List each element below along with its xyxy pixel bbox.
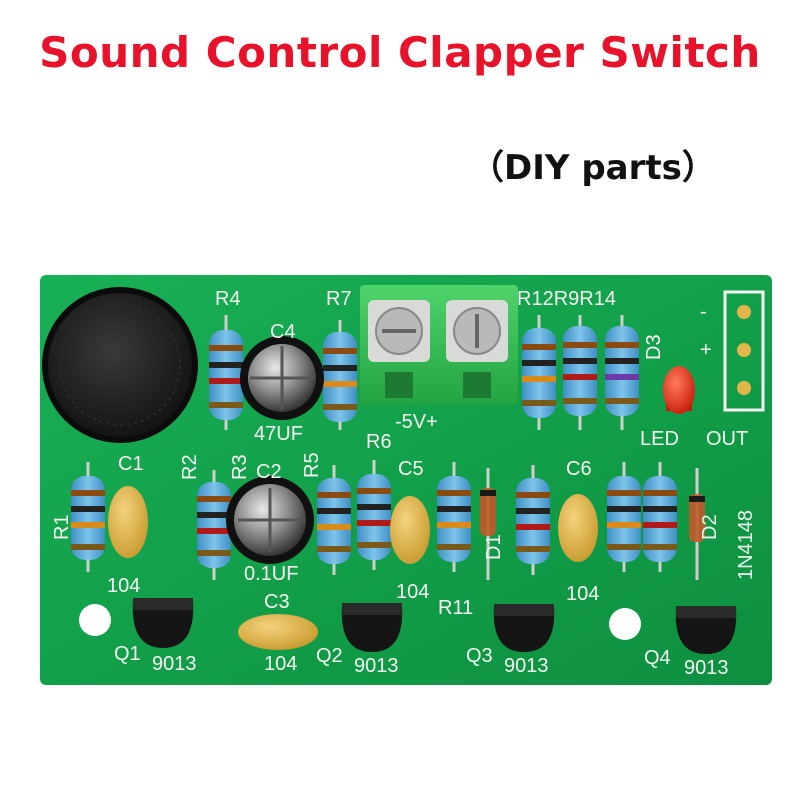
silk-d3: D3 (643, 334, 665, 360)
silk-q3-part: 9013 (504, 655, 549, 677)
resistor-mid-c (643, 462, 677, 572)
resistor-r2 (197, 470, 231, 580)
mounting-hole-left (79, 604, 111, 636)
resistor-mid-b (607, 462, 641, 572)
mounting-hole-right (609, 608, 641, 640)
output-header (723, 290, 765, 412)
capacitor-c3 (238, 614, 318, 650)
silk-c2-value: 0.1UF (244, 563, 298, 585)
resistor-r12 (522, 315, 556, 430)
screw-terminal (360, 285, 518, 405)
silk-out-minus: - (700, 301, 707, 323)
page-subtitle: （DIY parts） (470, 148, 716, 188)
silk-out-plus: + (700, 339, 712, 361)
capacitor-c4 (240, 336, 324, 420)
silk-r2: R2 (179, 454, 201, 480)
silk-q2-part: 9013 (354, 655, 399, 677)
silk-q3: Q3 (466, 645, 493, 667)
led-d3 (663, 366, 695, 414)
silk-r4: R4 (215, 288, 241, 310)
diode-d2 (689, 468, 705, 580)
capacitor-c6 (558, 494, 598, 562)
silk-r1: R1 (51, 514, 73, 540)
resistor-r7 (323, 320, 357, 430)
silk-r7: R7 (326, 288, 352, 310)
silk-c1-value: 104 (107, 575, 140, 597)
silk-q4-part: 9013 (684, 657, 729, 679)
resistor-r4 (209, 315, 243, 430)
silk-out: OUT (706, 428, 748, 450)
resistor-r6 (357, 460, 391, 570)
resistor-r9 (563, 315, 597, 430)
silk-r11: R11 (438, 597, 473, 619)
silk-r3: R3 (229, 454, 251, 480)
silk-c6-value: 104 (566, 583, 599, 605)
resistor-r14 (605, 315, 639, 430)
silk-r6: R6 (366, 431, 392, 453)
resistor-mid-a (437, 462, 471, 572)
diode-d1 (480, 468, 496, 580)
silk-r5: R5 (301, 452, 323, 478)
silk-led: LED (640, 428, 679, 450)
silk-c4: C4 (270, 321, 296, 343)
silk-d2: D2 (699, 514, 721, 540)
silk-c5: C5 (398, 458, 424, 480)
silk-terminal: -5V+ (395, 411, 438, 433)
page-title: Sound Control Clapper Switch (39, 28, 761, 77)
silk-1n4148: 1N4148 (735, 510, 757, 580)
silk-c5-value: 104 (396, 581, 429, 603)
silk-d1: D1 (483, 534, 505, 560)
capacitor-c1 (108, 486, 148, 558)
silk-c4-value: 47UF (254, 423, 303, 445)
transistor-q1 (132, 598, 194, 648)
silk-c2: C2 (256, 461, 282, 483)
silk-q1: Q1 (114, 643, 141, 665)
silk-c3: C3 (264, 591, 290, 613)
transistor-q3 (493, 604, 555, 652)
silk-c3-value: 104 (264, 653, 297, 675)
silk-r12-r9-r14: R12R9R14 (517, 288, 616, 310)
capacitor-c5 (390, 496, 430, 564)
resistor-r11 (516, 465, 550, 575)
transistor-q2 (341, 603, 403, 652)
transistor-q4 (675, 606, 737, 654)
silk-q4: Q4 (644, 647, 671, 669)
silk-q2: Q2 (316, 645, 343, 667)
resistor-r1 (71, 462, 105, 572)
silk-c6: C6 (566, 458, 592, 480)
silk-q1-part: 9013 (152, 653, 197, 675)
silk-c1: C1 (118, 453, 144, 475)
resistor-r5 (317, 465, 351, 575)
microphone (42, 287, 198, 443)
capacitor-c2 (226, 476, 314, 564)
